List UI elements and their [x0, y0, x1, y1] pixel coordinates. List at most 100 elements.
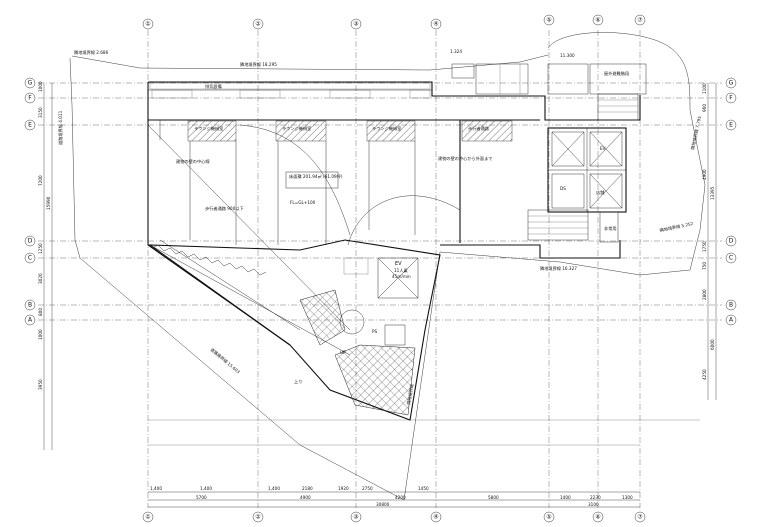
dim-right-4: 1750 — [702, 241, 707, 252]
grid-bubbles-bottom — [142, 511, 646, 523]
dim-bottom-2-3: 4200 — [395, 495, 406, 500]
grid-label-col-5-bottom: ⑤ — [546, 514, 551, 521]
dim-right-6: 2800 — [702, 289, 707, 300]
dim-bottom-2-6: 2230 — [590, 495, 601, 500]
bay-label-1: ラウンジ機械室 — [194, 125, 223, 132]
top-corridor: 排気設備 — [149, 82, 431, 99]
grid-label-col-2-bottom: ② — [255, 514, 261, 521]
grid-label-col-1: ① — [145, 21, 150, 28]
top-right-block — [451, 63, 647, 95]
right-hall-label: 屋外避難階段 — [604, 70, 630, 77]
grid-label-col-6: ⑥ — [595, 17, 600, 24]
grid-label-col-3: ③ — [353, 21, 358, 28]
boundary-label-top-right-b: 11.300 — [560, 53, 575, 58]
dim-bottom-1-6: 2750 — [362, 486, 373, 491]
grid-label-row-f: F — [28, 95, 32, 102]
dim-bottom-2-2: 4900 — [300, 495, 311, 500]
boundary-label-right-lower: 隣地境界線 5.252 — [659, 220, 694, 234]
fl-label: FL=GL+100 — [290, 200, 316, 205]
dim-bottom-1-1: 1,400 — [150, 486, 162, 491]
grid-bubbles-right — [725, 77, 737, 326]
right-room-ds: DS — [560, 186, 566, 191]
grid-lines-horizontal — [38, 82, 722, 321]
dim-bottom-right: 3100 — [588, 502, 599, 507]
bay-label-4: 歩行者通路 — [468, 125, 490, 132]
grid-label-col-2: ② — [255, 21, 261, 28]
grid-label-row-b-right: B — [729, 302, 733, 309]
grid-label-col-7: ⑦ — [637, 17, 643, 24]
grid-label-row-d: D — [28, 238, 33, 245]
dim-right-total: 13395 — [710, 186, 715, 200]
dim-left-8: 3950 — [38, 379, 43, 390]
up-label: UP — [340, 350, 346, 355]
grid-label-row-f-right: F — [729, 95, 733, 102]
dim-right-1: 1100 — [702, 83, 707, 94]
floor-area-label: 床面積 201.94㎡ (61.09坪) — [289, 173, 343, 180]
grid-label-row-e-right: E — [729, 122, 733, 129]
dim-bottom-1-4: 2180 — [302, 486, 313, 491]
boundary-label-top-mid: 隣地境界線 18.295 — [240, 61, 277, 68]
grid-label-col-4-bottom: ④ — [433, 514, 438, 521]
right-room-ev: EV — [600, 146, 606, 151]
dim-bottom-2-5: 1400 — [560, 495, 571, 500]
grid-label-col-1-bottom: ① — [145, 514, 150, 521]
grid-label-row-d-right: D — [729, 238, 734, 245]
grid-label-col-7-bottom: ⑦ — [637, 514, 643, 521]
grid-label-row-g: G — [28, 80, 33, 87]
area-info-box: 床面積 201.94㎡ (61.09坪) FL=GL+100 歩行者通路 900… — [205, 171, 343, 212]
dim-bottom-1-3: 1,400 — [268, 486, 280, 491]
dim-right-3: 4900 — [702, 169, 707, 180]
dim-right-8: 4250 — [702, 369, 707, 380]
grid-bubbles-top — [142, 14, 646, 30]
dim-left-5: 3020 — [38, 273, 43, 284]
dim-bottom-1-2: 1,400 — [200, 486, 212, 491]
grid-label-row-a-right: A — [729, 317, 734, 324]
boundary-label-lower-left: 道路境界線 15.603 — [209, 346, 242, 375]
grid-bubbles-left — [24, 77, 36, 326]
right-stair-label: 非常用 — [604, 225, 617, 232]
site-boundary — [69, 32, 706, 501]
boundary-label-left-vertical: 道路境界線 4.011 — [57, 110, 64, 145]
dimension-lines-left — [43, 83, 53, 450]
note-center: 建物の壁の中心から外面まで — [438, 155, 492, 162]
ramp-label: 歩行者通路 900以下 — [205, 205, 244, 212]
stair-label: 排気設備 — [205, 83, 222, 90]
boundary-label-top-left: 隣地境界線 2.686 — [74, 49, 109, 56]
grid-label-row-g-right: G — [729, 80, 734, 87]
bay-label-3: ラウンジ機械室 — [372, 125, 401, 132]
ps-label: PS — [372, 329, 378, 334]
grid-label-col-4: ④ — [433, 21, 438, 28]
grid-label-row-c: C — [28, 255, 32, 262]
grid-label-row-c-right: C — [729, 255, 733, 262]
dim-left-3: 7200 — [38, 175, 43, 186]
boundary-label-center-right: 隣地境界線 16.327 — [540, 265, 577, 272]
dim-right-7: 6000 — [710, 339, 715, 350]
dim-bottom-2-1: 5700 — [196, 495, 207, 500]
dimension-lines-bottom — [148, 491, 640, 508]
dim-left-7: 1000 — [38, 329, 43, 340]
bay-label-2: ラウンジ機械室 — [282, 125, 311, 132]
boundary-label-top-right-a: 1.324 — [450, 49, 462, 54]
grid-label-col-6-bottom: ⑥ — [595, 514, 600, 521]
column-piers — [189, 141, 416, 245]
dim-left-4: 1250 — [38, 243, 43, 254]
dim-bottom-1-5: 1920 — [338, 486, 349, 491]
dim-bottom-2-7: 1300 — [622, 495, 633, 500]
note-left: 建物の壁の中心線 — [176, 158, 210, 165]
dim-bottom-2-4: 5800 — [488, 495, 499, 500]
up-ramp-label: 上り — [294, 378, 302, 385]
dim-right-2: 960 — [702, 104, 707, 112]
grid-label-row-b: B — [28, 302, 32, 309]
grid-label-row-e: E — [28, 122, 32, 129]
dim-left-total: 15990 — [46, 196, 51, 210]
dim-bottom-total: 30800 — [376, 502, 390, 507]
grid-label-row-a: A — [28, 317, 33, 324]
grid-label-col-3-bottom: ③ — [353, 514, 358, 521]
right-room-shop: 店舗 — [596, 189, 604, 196]
ev-spec: 45m/min — [392, 274, 411, 279]
dim-right-5: 750 — [702, 262, 707, 270]
grid-bubble-labels: ① ② ③ ④ ⑤ ⑥ ⑦ ① ② ③ ④ ⑤ ⑥ ⑦ G F E D C B … — [28, 17, 734, 521]
dim-left-2: 3150 — [38, 107, 43, 118]
ev-capacity: 11人乗 — [394, 267, 408, 274]
